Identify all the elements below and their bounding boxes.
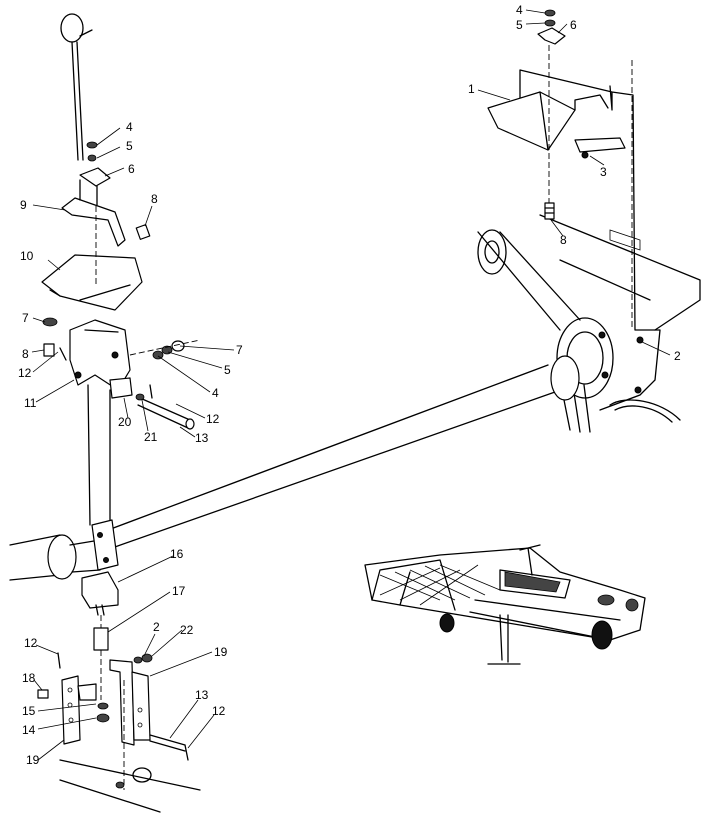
callout-9: 9 [20,198,27,212]
callout-11: 11 [24,396,37,410]
callout-21: 21 [144,430,158,444]
callout-7-left: 7 [22,311,29,325]
callout-14: 14 [22,723,36,737]
callout-19-left: 19 [26,753,40,767]
callout-6: 6 [570,18,577,32]
machine-overview-inset [364,544,646,665]
callout-6-left: 6 [128,162,135,176]
callout-19-right: 19 [214,645,228,659]
callout-15: 15 [22,704,36,718]
callout-8-upper: 8 [151,192,158,206]
callout-17: 17 [172,584,186,598]
callout-4: 4 [516,3,523,17]
callout-12-bottom-right: 12 [212,704,226,718]
callout-8: 8 [560,233,567,247]
callout-12-left: 12 [18,366,32,380]
callout-10: 10 [20,249,34,263]
top-right-assembly: 4 5 6 1 3 8 2 [468,3,701,433]
callout-20: 20 [118,415,132,429]
left-vertical-assembly: 4 5 6 9 8 10 7 8 12 11 7 5 4 12 13 20 21… [18,13,243,813]
callout-22: 22 [180,623,194,637]
callout-5: 5 [516,18,523,32]
callout-1: 1 [468,82,475,96]
callout-12-right: 12 [206,412,220,426]
callout-5-left: 5 [126,139,133,153]
callout-2: 2 [674,349,681,363]
callout-4-right: 4 [212,386,219,400]
callout-8-left: 8 [22,347,29,361]
callout-18: 18 [22,671,36,685]
callout-12-bottom-left: 12 [24,636,38,650]
callout-16: 16 [170,547,184,561]
callout-4-left: 4 [126,120,133,134]
callout-13-lower: 13 [195,688,209,702]
callout-5-right: 5 [224,363,231,377]
callout-13-upper: 13 [195,431,209,445]
callout-2-lower: 2 [153,620,160,634]
callout-3: 3 [600,165,607,179]
callout-7-right: 7 [236,343,243,357]
